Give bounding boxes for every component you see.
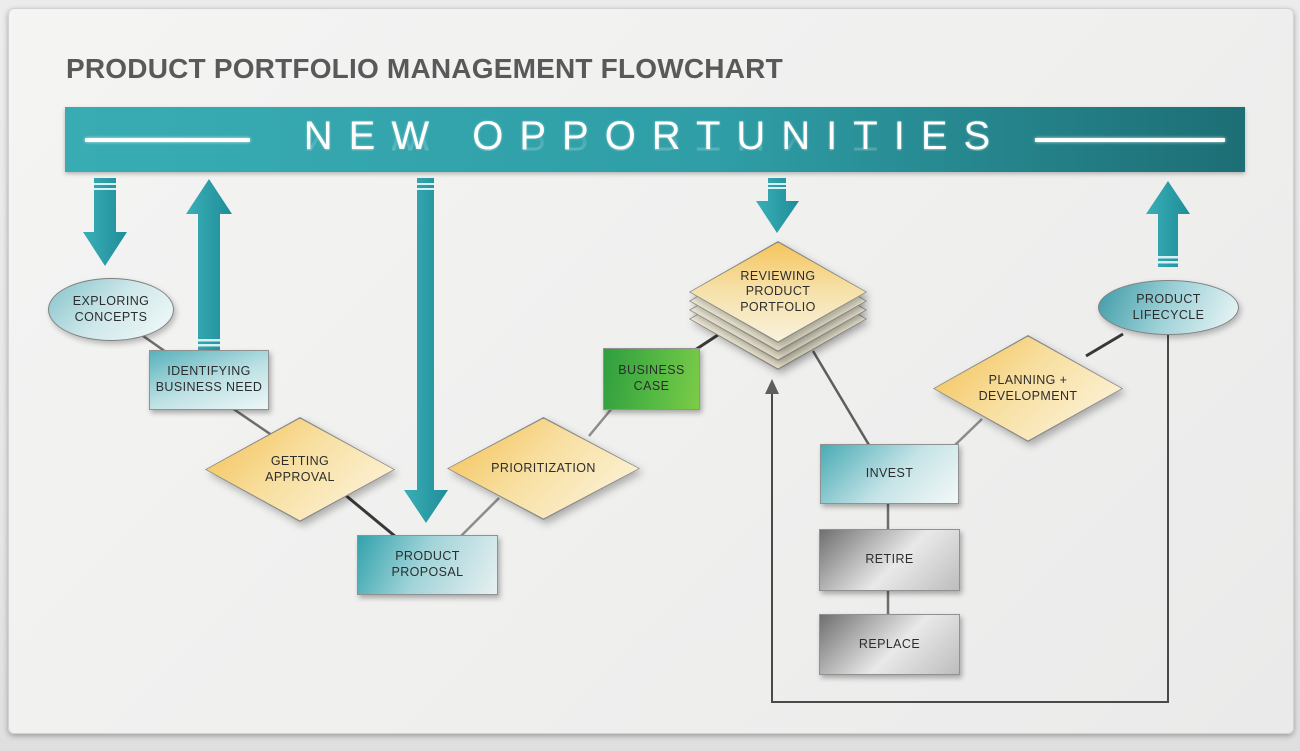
node-exploring-concepts: EXPLORING CONCEPTS (48, 278, 174, 341)
banner-down-arrow-proposal-icon (404, 178, 448, 523)
node-identifying-business-need: IDENTIFYING BUSINESS NEED (149, 350, 269, 410)
connector-identifying-to-approval (231, 406, 277, 440)
node-label: DEVELOPMENT (978, 388, 1078, 403)
node-label: CASE (633, 379, 670, 393)
page-title: PRODUCT PORTFOLIO MANAGEMENT FLOWCHART (66, 53, 783, 84)
connector-prioritization-to-business-case (588, 406, 614, 437)
diamond-fill: GETTING APPROVAL (206, 418, 394, 521)
connector-feedback-loop (771, 332, 1169, 703)
node-label: CONCEPTS (74, 309, 148, 324)
banner-right-rule (1035, 138, 1225, 142)
diamond-fill: REVIEWING PRODUCT PORTFOLIO (690, 242, 866, 342)
node-label: LIFECYCLE (1132, 307, 1205, 322)
node-label: APPROVAL (265, 469, 335, 484)
node-label: BUSINESS (618, 363, 685, 378)
node-label: PLANNING + (988, 372, 1068, 387)
node-label: INVEST (865, 466, 914, 481)
node-label: GETTING (270, 453, 330, 468)
node-label: REVIEWING (740, 268, 816, 283)
diamond-fill: PLANNING + DEVELOPMENT (934, 336, 1122, 441)
node-invest: INVEST (820, 444, 959, 504)
node-retire: RETIRE (819, 529, 960, 591)
node-label: PROPOSAL (391, 565, 464, 579)
banner-up-arrow-identifying-icon (186, 179, 232, 350)
node-planning-development: PLANNING + DEVELOPMENT (933, 335, 1123, 442)
connector-planning-to-lifecycle (1085, 332, 1124, 358)
banner-up-arrow-lifecycle-icon (1146, 181, 1190, 267)
node-label: RETIRE (865, 552, 914, 567)
node-replace: REPLACE (819, 614, 960, 675)
node-label: IDENTIFYING (167, 364, 251, 379)
connector-approval-to-proposal (343, 492, 397, 539)
node-label: PORTFOLIO (740, 299, 816, 314)
connector-reviewing-to-invest (811, 350, 871, 446)
node-label: EXPLORING (72, 293, 150, 308)
node-prioritization: PRIORITIZATION (447, 417, 640, 520)
connector-prioritization-to-proposal (460, 497, 500, 537)
node-business-case: BUSINESS CASE (603, 348, 700, 410)
node-label: REPLACE (858, 636, 921, 651)
node-label: PRIORITIZATION (491, 460, 596, 475)
connector-invest-to-planning (953, 418, 983, 447)
banner-down-arrow-reviewing-icon (756, 178, 799, 233)
banner-label: NEW OPPORTUNITIES (303, 114, 1007, 158)
banner-down-arrow-exploring-icon (83, 178, 127, 266)
node-reviewing-product-portfolio: REVIEWING PRODUCT PORTFOLIO (689, 241, 867, 343)
node-label: PRODUCT (1136, 291, 1201, 306)
diamond-fill: PRIORITIZATION (448, 418, 639, 519)
node-label: BUSINESS NEED (155, 380, 263, 394)
node-product-lifecycle: PRODUCT LIFECYCLE (1098, 280, 1239, 335)
feedback-arrowhead-icon (765, 379, 779, 394)
node-product-proposal: PRODUCT PROPOSAL (357, 535, 498, 595)
node-getting-approval: GETTING APPROVAL (205, 417, 395, 522)
banner-left-rule (85, 138, 250, 142)
node-label: PRODUCT (745, 284, 811, 299)
node-label: PRODUCT (395, 549, 460, 564)
